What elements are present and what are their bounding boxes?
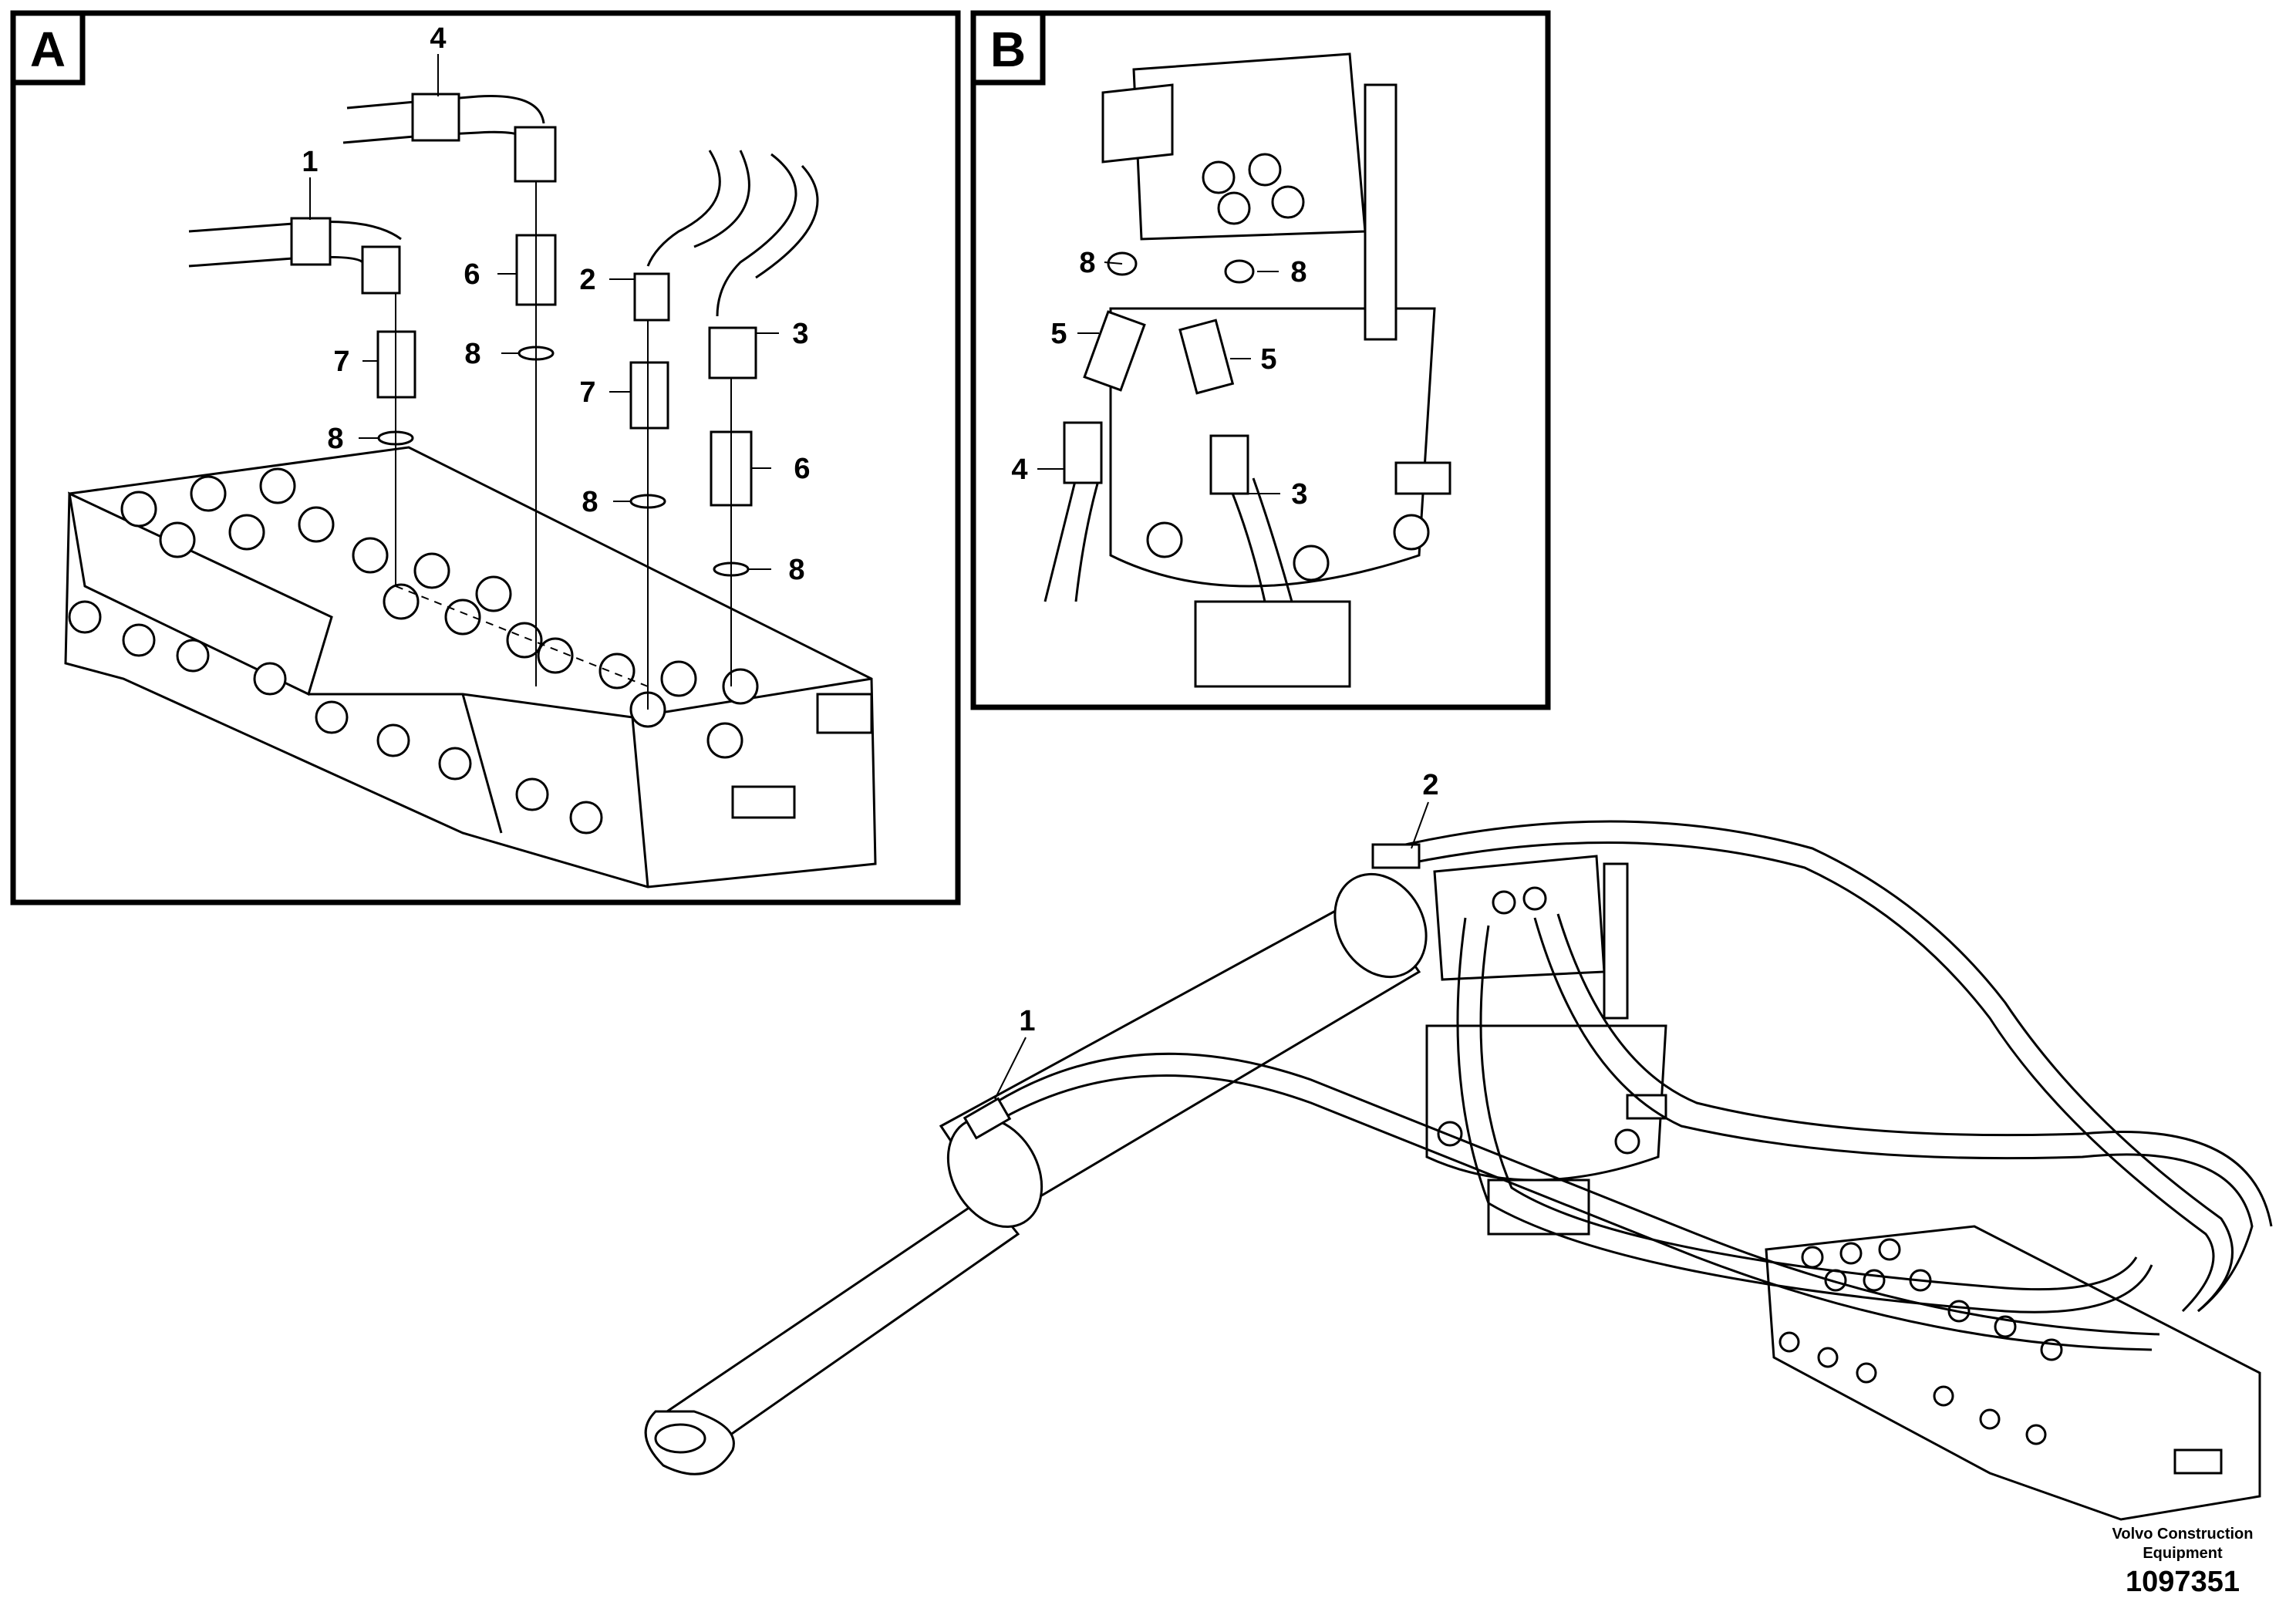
hose-4-a bbox=[342, 93, 557, 183]
swivel-joint-main bbox=[1425, 855, 1667, 1236]
callout-7-a-mid: 7 bbox=[579, 376, 595, 409]
main-assembly bbox=[644, 820, 2273, 1521]
hoses-b bbox=[1043, 251, 1293, 602]
assembly-lines-a bbox=[395, 181, 732, 710]
adapter-7-mid bbox=[629, 361, 669, 430]
panel-b-callouts bbox=[1037, 261, 1280, 494]
panel-a-label-box bbox=[10, 10, 86, 86]
callout-3-a: 3 bbox=[792, 318, 808, 350]
hose-3-a bbox=[708, 153, 819, 379]
hose-1-a bbox=[188, 217, 402, 295]
callout-8-b-left: 8 bbox=[1079, 247, 1095, 279]
callout-4-a: 4 bbox=[430, 22, 446, 55]
swivel-joint-b bbox=[1101, 52, 1451, 688]
part-number: 1097351 bbox=[2126, 1566, 2240, 1598]
callout-4-b: 4 bbox=[1011, 454, 1027, 486]
seal-8-b-right bbox=[1224, 259, 1255, 284]
callout-8-a-mid: 8 bbox=[582, 486, 598, 518]
main-callouts bbox=[994, 801, 1429, 1100]
callout-7-a-left: 7 bbox=[333, 346, 349, 378]
callout-1-a: 1 bbox=[302, 146, 318, 178]
elbow-5-left-b bbox=[1083, 310, 1146, 392]
panel-a-callouts bbox=[309, 54, 779, 570]
hose-end-3-b bbox=[1209, 434, 1249, 495]
hose-end-1-main bbox=[963, 1097, 1012, 1140]
control-valve-block-a bbox=[64, 446, 877, 889]
callout-2-a: 2 bbox=[579, 264, 595, 296]
callout-6-a-top: 6 bbox=[464, 258, 480, 291]
callout-8-a-top: 8 bbox=[464, 338, 480, 370]
panel-b-letter: B bbox=[990, 22, 1026, 77]
panel-b: B bbox=[970, 10, 1551, 710]
hose-2-a bbox=[633, 150, 750, 322]
brand-line-2: Equipment bbox=[2143, 1545, 2223, 1562]
brand-line-1: Volvo Construction bbox=[2112, 1526, 2254, 1543]
callout-5-b-left: 5 bbox=[1050, 318, 1067, 350]
callout-2-main: 2 bbox=[1422, 769, 1438, 801]
callout-8-b-right: 8 bbox=[1290, 256, 1306, 288]
callout-8-a-right: 8 bbox=[788, 554, 804, 586]
callout-6-a-right: 6 bbox=[794, 453, 810, 485]
panel-a-frame bbox=[10, 10, 961, 905]
callout-8-a-left: 8 bbox=[327, 423, 343, 455]
panel-a-letter: A bbox=[30, 22, 66, 77]
panel-a: A bbox=[10, 10, 961, 905]
panel-b-frame bbox=[970, 10, 1551, 710]
callout-5-b-right: 5 bbox=[1260, 343, 1276, 376]
elbow-5-right-b bbox=[1178, 319, 1235, 395]
boom-cylinder bbox=[644, 872, 1428, 1475]
hose-end-4-b bbox=[1063, 421, 1103, 484]
callout-3-b: 3 bbox=[1291, 478, 1307, 511]
control-valve-main bbox=[1765, 1225, 2261, 1521]
panel-b-label-box bbox=[970, 10, 1046, 86]
main-hoses bbox=[994, 820, 2273, 1351]
callout-1-main: 1 bbox=[1019, 1005, 1035, 1037]
